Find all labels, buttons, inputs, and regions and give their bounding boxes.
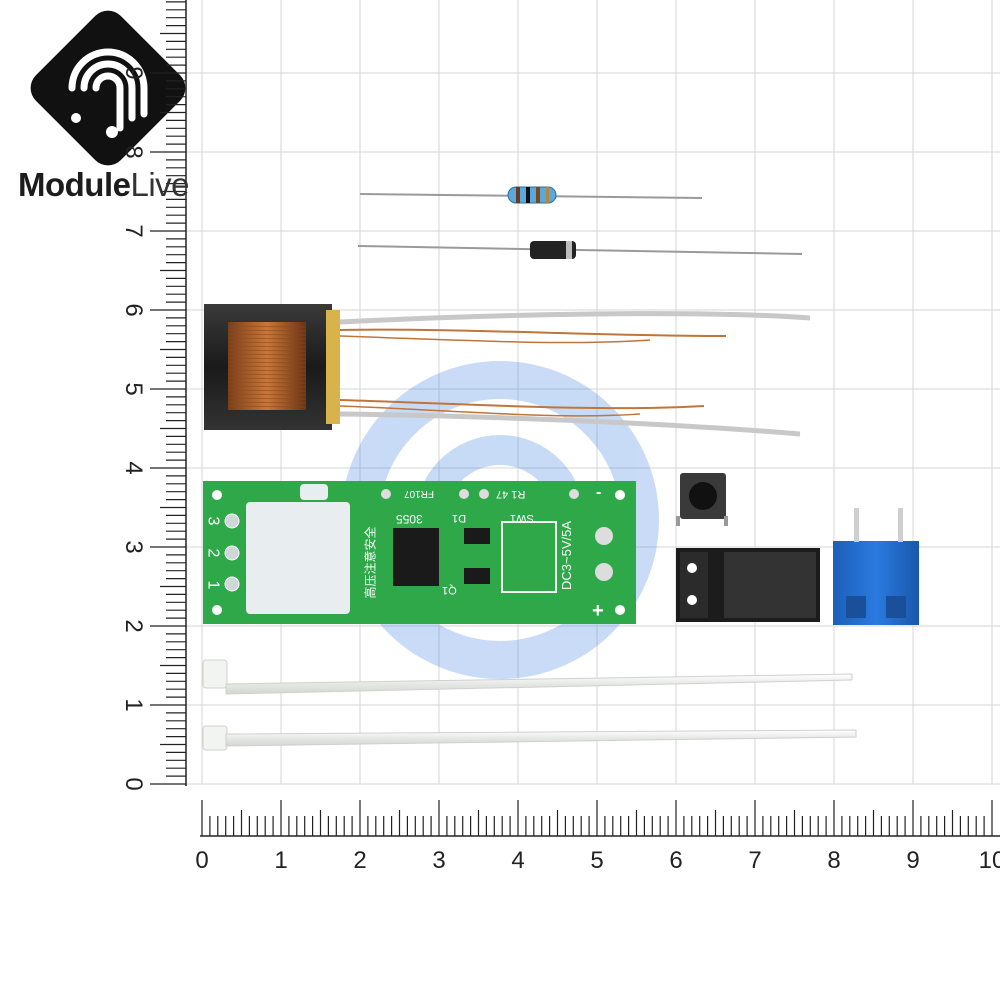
coil-winding — [227, 341, 307, 344]
background-grid — [150, 0, 1000, 785]
coil-winding — [227, 353, 307, 356]
pcb-minus-label: - — [596, 484, 602, 501]
coil-winding — [227, 357, 307, 360]
coil-winding — [227, 345, 307, 348]
coil-winding — [227, 381, 307, 384]
black-connector — [676, 548, 820, 622]
pcb-pin-2: 2 — [204, 548, 222, 558]
ruler-x-label: 4 — [511, 847, 524, 874]
ruler-y-label: 3 — [120, 540, 147, 553]
ruler-x-label: 0 — [195, 847, 208, 874]
ruler-y-label: 7 — [120, 224, 147, 237]
ruler-x-label: 2 — [353, 847, 366, 874]
ruler-y-label: 8 — [120, 145, 147, 158]
pcb-board — [203, 481, 636, 624]
ruler-x-label: 1 — [274, 847, 287, 874]
ruler-y-label: 6 — [120, 303, 147, 316]
pcb-d1-label: D1 — [452, 512, 467, 524]
ruler-y-label: 9 — [120, 66, 147, 79]
brand-name: ModuleLive — [18, 166, 190, 204]
ruler-y-label: 2 — [120, 619, 147, 632]
coil-winding — [227, 373, 307, 376]
ruler-y-label: 0 — [120, 777, 147, 790]
coil-winding — [227, 377, 307, 380]
brand-logo — [30, 10, 186, 166]
pcb-pin-3: 3 — [204, 516, 222, 526]
ruler-y-label: 1 — [120, 698, 147, 711]
coil-winding — [227, 369, 307, 372]
screw-terminal — [833, 508, 919, 625]
horizontal-ruler: 0 1 2 3 4 5 6 7 8 9 10 — [195, 800, 1000, 874]
pcb-r1-label: R1 47 — [496, 488, 526, 500]
ruler-x-label: 9 — [906, 847, 919, 874]
pcb-pin-1: 1 — [204, 580, 222, 590]
tactile-switch — [676, 473, 728, 526]
ruler-x-label: 5 — [590, 847, 603, 874]
diode — [357, 241, 803, 259]
brand-name-bold: Module — [18, 166, 131, 203]
coil-winding — [227, 405, 307, 408]
ruler-x-label: 10 — [979, 847, 1000, 874]
coil-winding — [227, 401, 307, 404]
ruler-x-label: 6 — [669, 847, 682, 874]
coil-winding — [227, 361, 307, 364]
coil-winding — [227, 397, 307, 400]
pcb-sw-label: SW1 — [510, 512, 534, 524]
coil-winding — [227, 393, 307, 396]
vertical-ruler: 0 1 2 3 4 5 6 7 8 9 — [120, 0, 187, 791]
ruler-x-label: 3 — [432, 847, 445, 874]
ruler-y-label: 5 — [120, 382, 147, 395]
ruler-y-label: 4 — [120, 461, 147, 474]
ruler-x-label: 7 — [748, 847, 761, 874]
coil-winding — [227, 349, 307, 352]
pcb-resistor-label: FR107 — [404, 488, 435, 499]
pcb-voltage-label: DC3~5V/5A — [559, 520, 575, 591]
brand-name-light: Live — [130, 166, 190, 203]
transformer — [204, 304, 811, 437]
coil-winding — [227, 365, 307, 368]
coil-winding — [227, 333, 307, 336]
coil-winding — [227, 325, 307, 328]
coil-winding — [227, 337, 307, 340]
pcb-chip-label: 3055 — [396, 512, 423, 526]
zip-tie-2 — [202, 725, 857, 751]
pcb-plus-label: + — [592, 600, 604, 622]
resistor — [359, 186, 703, 204]
coil-winding — [227, 389, 307, 392]
pcb-q1-label: Q1 — [442, 584, 457, 596]
coil-winding — [227, 385, 307, 388]
coil-winding — [227, 329, 307, 332]
zip-tie-1 — [202, 659, 853, 695]
ruler-x-label: 8 — [827, 847, 840, 874]
pcb-warning-text: 高压注意安全 — [363, 526, 378, 599]
